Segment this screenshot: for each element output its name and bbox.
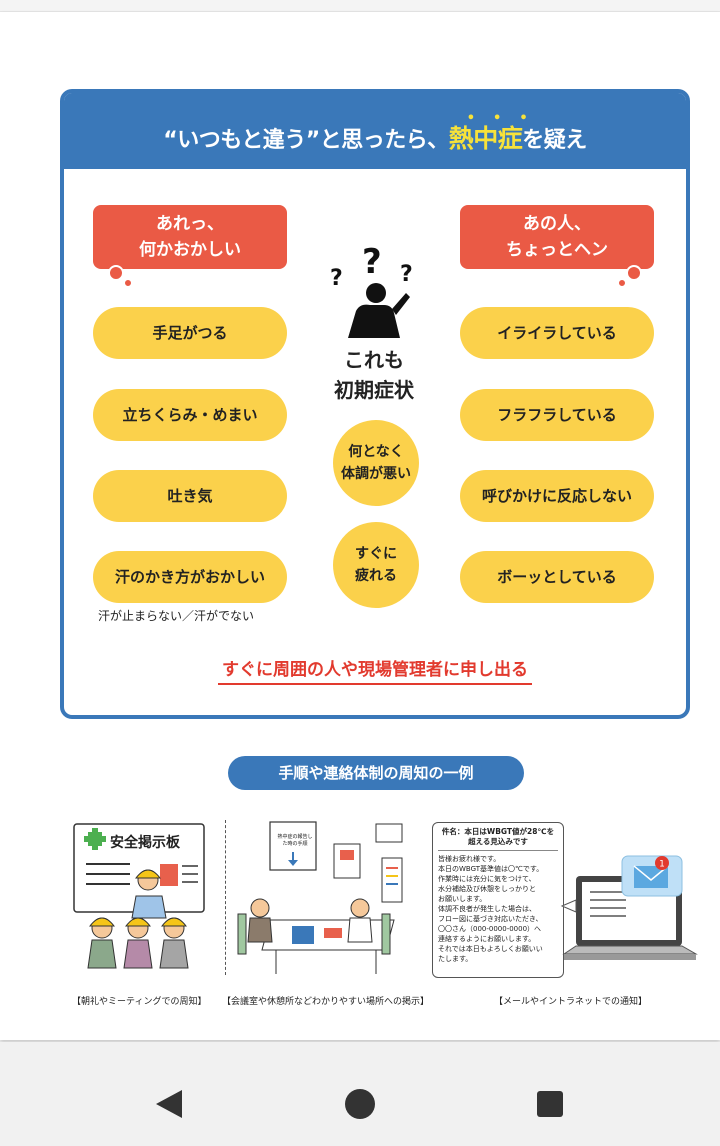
- emphasis-dots: •••: [466, 111, 546, 126]
- symptom-pill: 汗のかき方がおかしい: [93, 551, 287, 603]
- symptom-pill: 吐き気: [93, 470, 287, 522]
- card-title: “いつもと違う”と思ったら、•••熱中症を疑え: [163, 111, 587, 153]
- symptom-pill: フラフラしている: [460, 389, 654, 441]
- mail-body-line: 水分補給及び休憩をしっかりと: [438, 885, 536, 893]
- laptop-illustration: 1: [560, 855, 698, 960]
- symptom-pill: 手足がつる: [93, 307, 287, 359]
- bubble-dot: [108, 265, 124, 281]
- symptom-circle: 何となく体調が悪い: [333, 420, 419, 506]
- bulletin-board-illustration: [73, 823, 205, 969]
- mail-subject: 件名：本日はWBGT値が28℃を 超える見込みです: [438, 827, 558, 851]
- back-button[interactable]: [154, 1088, 184, 1120]
- self-symptom-tag: あれっ、 何かおかしい: [93, 205, 287, 269]
- back-triangle-icon: [156, 1090, 182, 1118]
- svg-text:?: ?: [400, 262, 413, 287]
- navigation-bar: [0, 1042, 720, 1146]
- initial-symptom-label: これも 初期症状: [334, 348, 414, 402]
- bubble-dot: [124, 279, 132, 287]
- mail-body-line: お願いします。: [438, 895, 487, 903]
- mail-body-line: 体調不良者が発生した場合は、: [438, 905, 536, 913]
- title-emphasis: •••熱中症: [448, 111, 546, 153]
- mail-body-line: 皆様お疲れ様です。: [438, 855, 501, 863]
- caption-meeting: 【朝礼やミーティングでの周知】: [72, 997, 207, 1007]
- home-circle-icon: [345, 1089, 375, 1119]
- mail-body-line: 本日のWBGT基準値は〇℃です。: [438, 865, 544, 873]
- symptom-pill: イライラしている: [460, 307, 654, 359]
- mail-notice: 件名：本日はWBGT値が28℃を 超える見込みです 皆様お疲れ様です。 本日のW…: [432, 822, 564, 978]
- symptom-pill: ボーッとしている: [460, 551, 654, 603]
- mail-body-line: 〇〇さん（000-0000-0000）へ: [438, 925, 542, 933]
- caption-posting: 【会議室や休憩所などわかりやすい場所への掲示】: [222, 997, 430, 1007]
- call-to-action: すぐに周囲の人や現場管理者に申し出る: [64, 655, 686, 685]
- home-button[interactable]: [345, 1088, 375, 1120]
- heatstroke-card: “いつもと違う”と思ったら、•••熱中症を疑え あれっ、 何かおかしい あの人、…: [60, 89, 690, 719]
- svg-text:?: ?: [330, 266, 343, 291]
- mail-body-line: フロー図に基づき対応いただき、: [438, 915, 543, 923]
- mail-body-line: 作業時には充分に気をつけて、: [438, 875, 536, 883]
- meeting-room-illustration: [237, 821, 403, 974]
- recents-square-icon: [537, 1091, 563, 1117]
- mail-badge: 1: [659, 860, 665, 870]
- confused-person-icon: ? ? ?: [330, 243, 413, 338]
- poster-label: 熱中症の報告した時の手順: [277, 834, 313, 847]
- bubble-dot: [618, 279, 626, 287]
- bubble-dot: [626, 265, 642, 281]
- svg-text:?: ?: [362, 243, 382, 282]
- mail-body-line: たします。: [438, 955, 473, 963]
- symptom-pill: 呼びかけに反応しない: [460, 470, 654, 522]
- sweat-note: 汗が止まらない／汗がでない: [98, 609, 255, 623]
- mail-body-line: 連絡するようにお願いします。: [438, 935, 536, 943]
- symptom-circle: すぐに疲れる: [333, 522, 419, 608]
- recents-button[interactable]: [536, 1090, 564, 1118]
- board-title: 安全掲示板: [110, 835, 180, 851]
- card-header: “いつもと違う”と思ったら、•••熱中症を疑え: [64, 93, 686, 169]
- illustration-divider: [225, 820, 226, 975]
- status-bar: [0, 0, 720, 12]
- other-symptom-tag: あの人、 ちょっとヘン: [460, 205, 654, 269]
- mail-body-line: それでは本日もよろしくお願いい: [438, 945, 543, 953]
- caption-email: 【メールやイントラネットでの通知】: [494, 997, 648, 1007]
- symptom-pill: 立ちくらみ・めまい: [93, 389, 287, 441]
- section-title: 手順や連絡体制の周知の一例: [228, 756, 524, 790]
